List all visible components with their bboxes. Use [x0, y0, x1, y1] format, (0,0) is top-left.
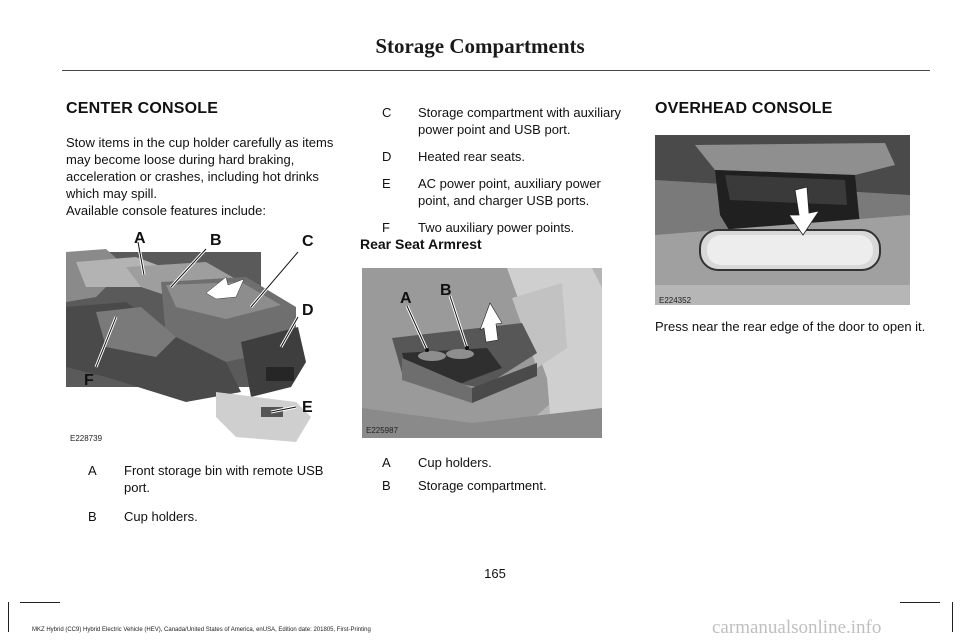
- item-key: B: [382, 478, 391, 493]
- rear-armrest-illustration: [362, 268, 602, 438]
- item-text: Storage compartment with auxiliary power…: [418, 105, 622, 137]
- rear-armrest-list: A Cup holders. B Storage compartment.: [360, 454, 632, 494]
- list-item: E AC power point, auxiliary power point,…: [360, 175, 632, 209]
- header-divider: [62, 70, 930, 71]
- list-item: C Storage compartment with auxiliary pow…: [360, 104, 632, 138]
- callout-a: A: [400, 290, 412, 307]
- item-key: D: [382, 149, 392, 164]
- list-item: A Cup holders.: [360, 454, 632, 471]
- item-text: Two auxiliary power points.: [418, 220, 575, 235]
- crop-mark: [940, 602, 953, 632]
- callout-b: B: [440, 282, 452, 299]
- item-text: Front storage bin with remote USB port.: [124, 463, 324, 495]
- rear-seat-armrest-heading: Rear Seat Armrest: [360, 236, 482, 252]
- item-key: A: [88, 463, 97, 478]
- item-text: Storage compartment.: [418, 478, 547, 493]
- figure-code: E224352: [659, 296, 692, 305]
- list-item: F Two auxiliary power points.: [360, 219, 632, 236]
- callout-a: A: [134, 230, 146, 247]
- item-text: Cup holders.: [418, 455, 492, 470]
- list-item: B Cup holders.: [66, 508, 338, 525]
- overhead-console-instructions: Press near the rear edge of the door to …: [655, 319, 926, 334]
- list-item: B Storage compartment.: [360, 477, 632, 494]
- list-item: A Front storage bin with remote USB port…: [66, 462, 338, 496]
- item-text: Cup holders.: [124, 509, 198, 524]
- item-text: Heated rear seats.: [418, 149, 525, 164]
- watermark: carmanualsonline.info: [712, 617, 882, 638]
- callout-b: B: [210, 232, 222, 249]
- document-footer-info: MKZ Hybrid (CC9) Hybrid Electric Vehicle…: [32, 627, 371, 633]
- figure-code: E228739: [70, 434, 103, 443]
- item-key: A: [382, 455, 391, 470]
- crop-mark: [8, 602, 21, 632]
- crop-mark: [20, 602, 60, 604]
- page-number: 165: [484, 566, 506, 581]
- item-key: F: [382, 220, 390, 235]
- center-console-features-intro: Available console features include:: [66, 203, 266, 218]
- center-console-illustration: [66, 241, 311, 442]
- center-console-list-2: C Storage compartment with auxiliary pow…: [360, 104, 632, 236]
- callout-e: E: [302, 399, 313, 416]
- callout-d: D: [302, 302, 314, 319]
- rear-armrest-figure: A B E225987: [362, 268, 602, 438]
- center-console-intro: Stow items in the cup holder carefully a…: [66, 135, 334, 201]
- center-console-heading: CENTER CONSOLE: [66, 100, 219, 117]
- crop-mark: [900, 602, 940, 604]
- overhead-console-illustration: [655, 135, 910, 305]
- page-header-title: Storage Compartments: [375, 34, 585, 58]
- callout-c: C: [302, 233, 314, 250]
- item-key: C: [382, 105, 392, 120]
- overhead-console-figure: E224352: [655, 135, 910, 305]
- center-console-figure: A B C D E F E228739: [66, 227, 336, 447]
- center-console-list-1: A Front storage bin with remote USB port…: [66, 462, 338, 525]
- callout-f: F: [84, 372, 94, 389]
- overhead-console-heading: OVERHEAD CONSOLE: [655, 100, 833, 117]
- list-item: D Heated rear seats.: [360, 148, 632, 165]
- item-text: AC power point, auxiliary power point, a…: [418, 176, 601, 208]
- item-key: B: [88, 509, 97, 524]
- item-key: E: [382, 176, 391, 191]
- figure-code: E225987: [366, 426, 399, 435]
